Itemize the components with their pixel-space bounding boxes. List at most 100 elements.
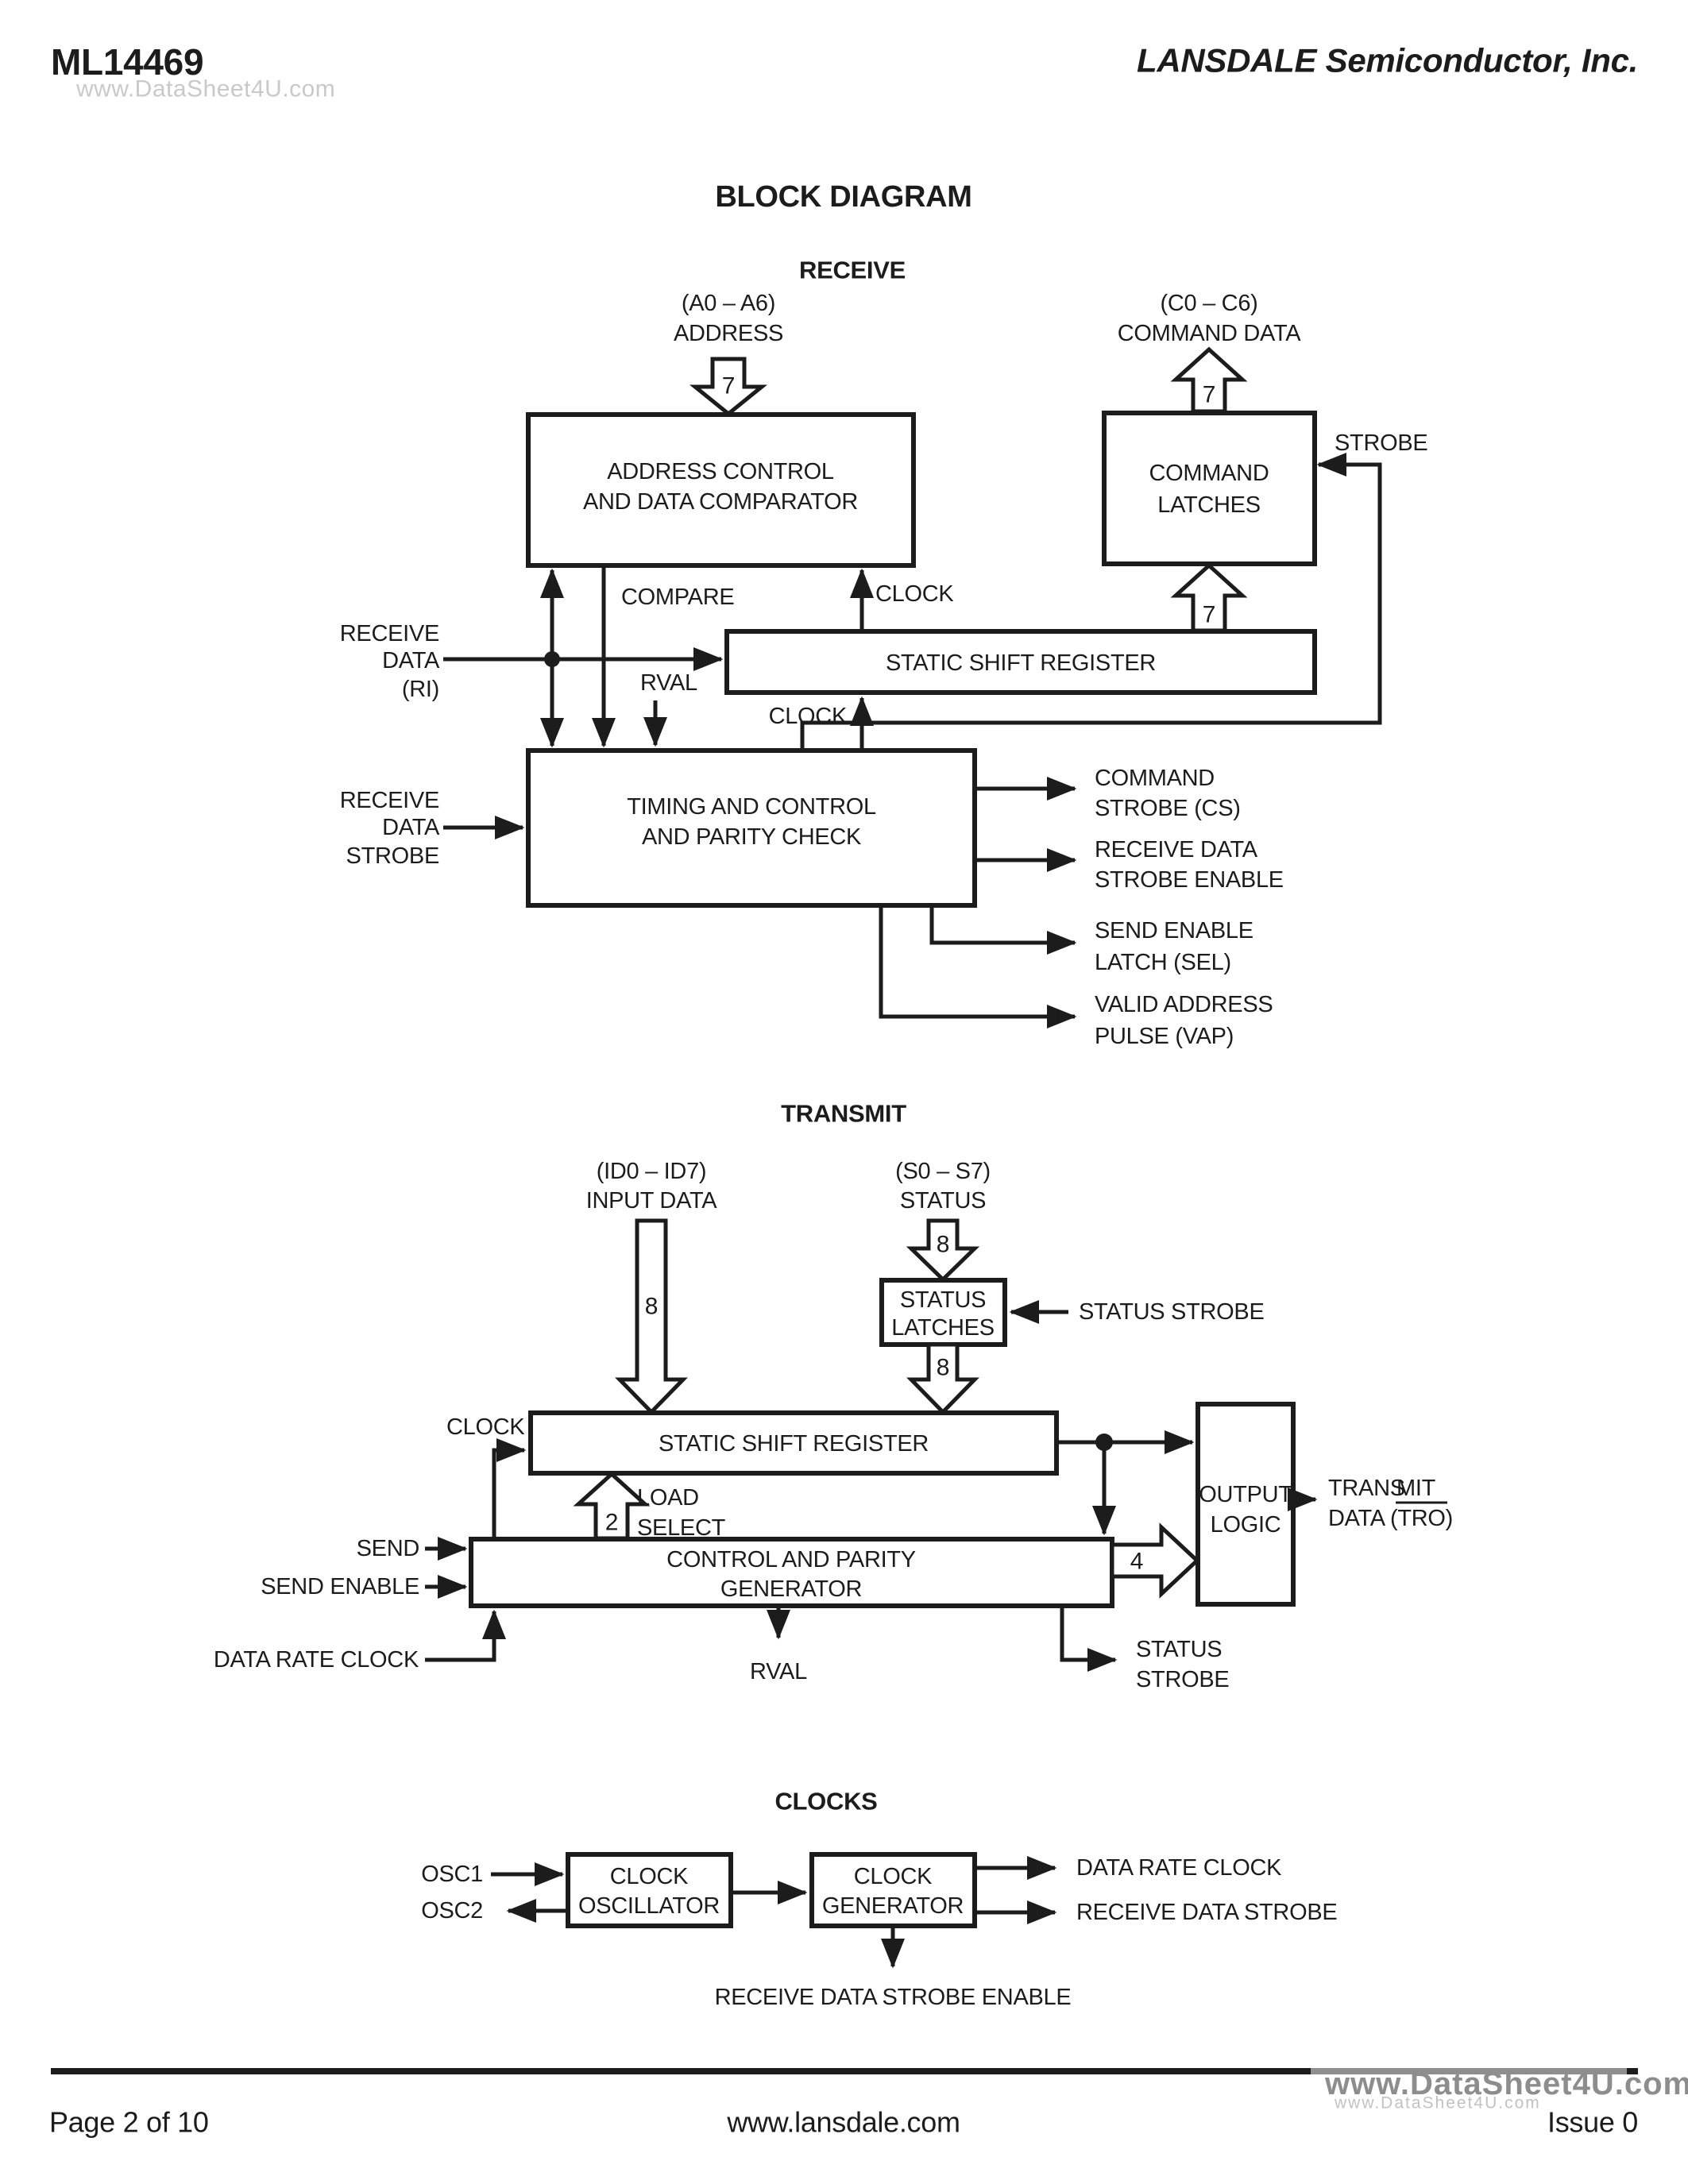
address-bus-arrow	[689, 357, 768, 417]
clock-lower-label: CLOCK	[769, 704, 848, 729]
transmit-clock-label: CLOCK	[446, 1414, 525, 1440]
clock-generator-label-1: CLOCK	[854, 1864, 933, 1889]
osc1-label: OSC1	[421, 1862, 483, 1887]
receive-shift-register-box	[724, 629, 1317, 695]
compare-label: COMPARE	[621, 585, 734, 610]
address-bus-label-1: (A0 – A6)	[682, 291, 775, 316]
transmit-shift-register-box	[528, 1410, 1059, 1476]
rds-label-2: DATA	[382, 815, 440, 840]
status-latches-label-2: LATCHES	[891, 1315, 995, 1341]
watermark-bottom: www.DataSheet4U.com	[1324, 2066, 1688, 2101]
status-latches-box	[879, 1278, 1007, 1347]
company-name: LANSDALE Semiconductor, Inc.	[1137, 42, 1638, 79]
wire-command-strobe	[800, 453, 1382, 751]
load-select-label-1: LOAD	[637, 1485, 699, 1511]
status-bus-label-1: (S0 – S7)	[895, 1159, 991, 1184]
status-strobe-in-label: STATUS STROBE	[1079, 1299, 1265, 1325]
status-latch-bus-arrow	[906, 1342, 979, 1415]
timing-label-2: AND PARITY CHECK	[642, 824, 862, 850]
address-comparator-label-2: AND DATA COMPARATOR	[583, 489, 858, 515]
tro-label-1a: TRANS	[1328, 1476, 1405, 1501]
status-strobe-out-label-1: STATUS	[1136, 1637, 1222, 1662]
status-latches-label-1: STATUS	[900, 1287, 986, 1313]
watermark-band	[1311, 2065, 1627, 2078]
watermark-top: www.DataSheet4U.com	[75, 76, 335, 102]
wire-sel-out	[929, 905, 1077, 955]
ri-label-1: RECEIVE	[340, 621, 439, 646]
address-comparator-box	[526, 412, 916, 568]
rdse-label-2: STROBE ENABLE	[1095, 867, 1284, 893]
internal-bus7-width: 7	[1203, 602, 1215, 628]
output-logic-label-2: LOGIC	[1211, 1512, 1281, 1538]
sel-label-1: SEND ENABLE	[1095, 918, 1253, 943]
load-select-label-2: SELECT	[637, 1515, 726, 1541]
receive-shift-register-label: STATIC SHIFT REGISTER	[886, 650, 1156, 676]
status-bus-width: 8	[937, 1232, 949, 1258]
rval-receive-label: RVAL	[640, 670, 697, 696]
generator-label-1: CONTROL AND PARITY	[666, 1547, 916, 1572]
send-label: SEND	[357, 1536, 419, 1561]
clock-upper-label: CLOCK	[875, 581, 954, 607]
tro-label-2: DATA (TRO)	[1328, 1506, 1453, 1531]
input-bus-label-2: INPUT DATA	[586, 1188, 718, 1214]
output-logic-label-1: OUTPUT	[1199, 1482, 1292, 1507]
input-bus-label-1: (ID0 – ID7)	[597, 1159, 707, 1184]
command-latches-box	[1102, 411, 1317, 566]
address-bus-width: 7	[722, 373, 735, 399]
command-bus-label-1: (C0 – C6)	[1161, 291, 1258, 316]
load-select-width: 2	[605, 1510, 618, 1536]
command-latches-label-2: LATCHES	[1157, 492, 1261, 518]
part-number: ML14469	[51, 41, 203, 83]
clock-oscillator-box	[566, 1852, 733, 1928]
rds-label-1: RECEIVE	[340, 788, 439, 813]
generator-label-2: GENERATOR	[720, 1576, 862, 1602]
oscillator-label-1: CLOCK	[610, 1864, 689, 1889]
page-title: BLOCK DIAGRAM	[715, 180, 971, 214]
clocks-heading: CLOCKS	[774, 1788, 877, 1815]
receive-heading: RECEIVE	[799, 257, 906, 284]
osc2-label: OSC2	[421, 1898, 483, 1924]
status-strobe-out-label-2: STROBE	[1136, 1667, 1229, 1692]
bus4-width: 4	[1130, 1549, 1143, 1575]
command-bus-label-2: COMMAND DATA	[1118, 321, 1301, 346]
rds-label-3: STROBE	[346, 843, 439, 869]
command-bus-width: 7	[1203, 382, 1215, 408]
rdse-label-1: RECEIVE DATA	[1095, 837, 1258, 862]
strobe-label: STROBE	[1335, 430, 1427, 456]
wire-transmit-clock	[492, 1438, 527, 1539]
send-enable-label: SEND ENABLE	[261, 1574, 419, 1599]
vap-label-2: PULSE (VAP)	[1095, 1024, 1234, 1049]
transmit-shift-register-label: STATIC SHIFT REGISTER	[659, 1431, 929, 1457]
status-bus-arrow	[906, 1218, 980, 1283]
input-bus-width: 8	[645, 1294, 658, 1320]
footer-rule	[51, 2068, 1638, 2074]
command-latches-label-1: COMMAND	[1149, 461, 1269, 486]
sel-label-2: LATCH (SEL)	[1095, 950, 1231, 975]
output-logic-box	[1196, 1402, 1296, 1607]
timing-control-box	[526, 748, 977, 908]
transmit-heading: TRANSMIT	[781, 1100, 906, 1128]
data-rate-clock-label: DATA RATE CLOCK	[214, 1647, 419, 1673]
footer-website: www.lansdale.com	[726, 2106, 960, 2139]
clock-generator-label-2: GENERATOR	[822, 1893, 964, 1919]
tro-label-1b: MIT	[1396, 1476, 1436, 1501]
rds-out-label: RECEIVE DATA STROBE	[1076, 1900, 1337, 1925]
ri-label-2: DATA	[382, 648, 440, 673]
clock-generator-box	[809, 1852, 977, 1928]
cs-label-1: COMMAND	[1095, 766, 1215, 791]
rdse-bottom-label: RECEIVE DATA STROBE ENABLE	[715, 1985, 1072, 2010]
input-bus-arrow	[615, 1218, 688, 1415]
footer-page: Page 2 of 10	[49, 2106, 209, 2139]
watermark-bottom-echo: www.DataSheet4U.com	[1334, 2094, 1541, 2113]
junction-dot-ri	[544, 651, 560, 667]
status-latch-bus-width: 8	[937, 1355, 949, 1381]
control-parity-generator-box	[469, 1537, 1114, 1608]
oscillator-label-2: OSCILLATOR	[578, 1893, 720, 1919]
status-bus-label-2: STATUS	[900, 1188, 986, 1214]
footer-issue: Issue 0	[1547, 2106, 1638, 2139]
address-bus-label-2: ADDRESS	[674, 321, 783, 346]
vap-label-1: VALID ADDRESS	[1095, 992, 1273, 1017]
drc-out-label: DATA RATE CLOCK	[1076, 1855, 1282, 1881]
wire-data-rate-clock	[425, 1609, 506, 1662]
